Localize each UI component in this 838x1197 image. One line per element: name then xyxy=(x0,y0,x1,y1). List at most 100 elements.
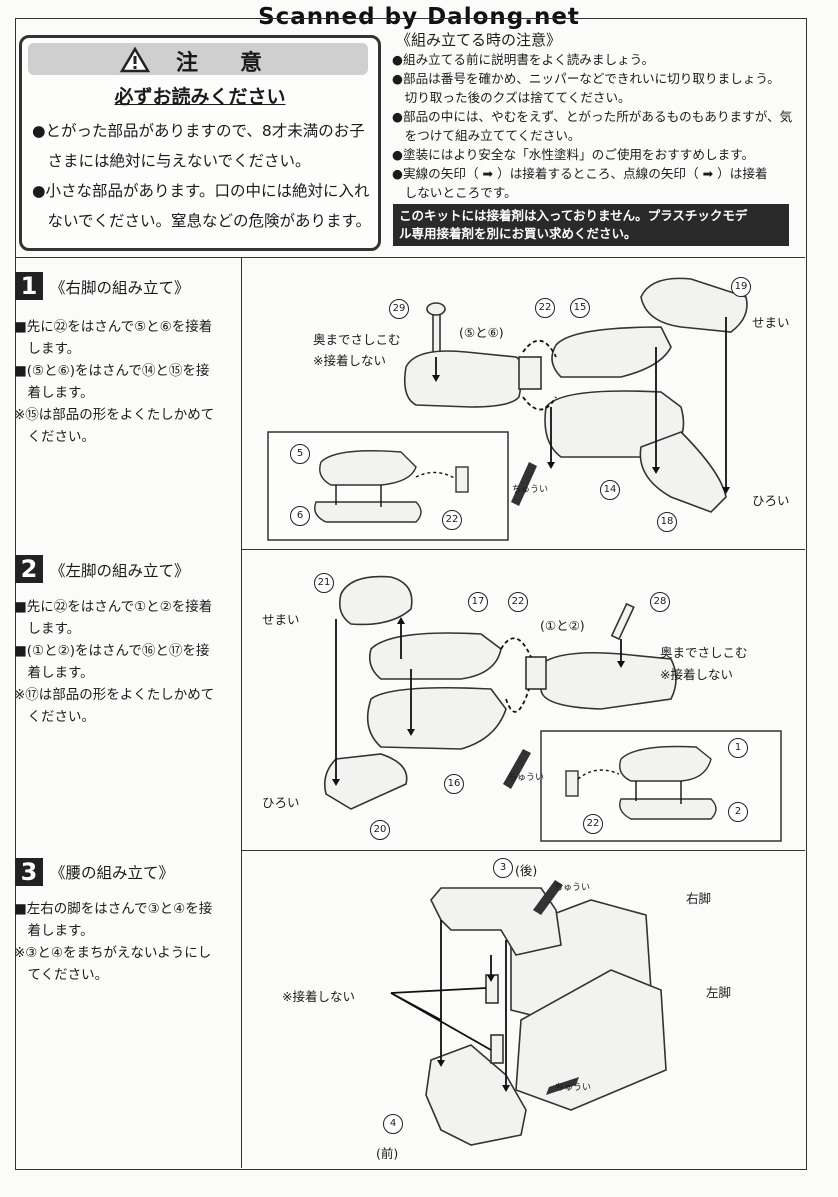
part-number-22: 22 xyxy=(508,592,528,612)
instruction-line: 着します。 xyxy=(14,665,94,681)
glue-line: ル専用接着剤を別にお買い求めください。 xyxy=(399,226,637,241)
part-number-6: 6 xyxy=(290,506,310,526)
part-number-22b: 22 xyxy=(442,510,462,530)
part-19 xyxy=(640,277,748,333)
part-3 xyxy=(430,887,562,956)
step-2-title: 《左脚の組み立て》 xyxy=(50,562,190,580)
step-3-title: 《腰の組み立て》 xyxy=(50,864,175,882)
instruction-line: ※⑮は部品の形をよくたしかめて xyxy=(14,407,215,423)
assembly-notes: ●組み立てる前に説明書をよく読みましょう。 ●部品は番号を確かめ、ニッパーなどで… xyxy=(392,50,792,202)
left-leg xyxy=(515,969,667,1111)
part-number-18: 18 xyxy=(657,512,677,532)
step-1-instructions: ■先に㉒をはさんで⑤と⑥を接着 します。 ■(⑤と⑥)をはさんで⑭と⑮を接 着し… xyxy=(14,316,240,448)
right-leg-label: 右脚 xyxy=(686,891,712,906)
instruction-line: ■(⑤と⑥)をはさんで⑭と⑮を接 xyxy=(14,363,210,379)
part-number-15: 15 xyxy=(570,298,590,318)
note-line: ●実線の矢印（ ➡ ）は接着するところ、点線の矢印（ ➡ ）は接着 xyxy=(392,166,768,181)
insert-label: 奥までさしこむ xyxy=(313,332,401,347)
instruction-line: 着します。 xyxy=(14,923,94,939)
watermark: Scanned by Dalong.net xyxy=(258,4,580,30)
note-line: ●部品の中には、やむをえず、とがった所があるものもありますが、気 xyxy=(392,109,793,124)
part-16 xyxy=(366,686,507,750)
part-17 xyxy=(368,632,502,680)
part-4 xyxy=(425,1044,527,1146)
part-15 xyxy=(551,326,672,378)
part-number-16: 16 xyxy=(444,774,464,794)
instruction-line: ください。 xyxy=(14,429,95,445)
instruction-line: します。 xyxy=(14,341,81,357)
step-1-diagram xyxy=(267,277,748,541)
part-5-6-body xyxy=(403,350,523,408)
note-line: をつけて組み立ててください。 xyxy=(392,128,581,143)
part-number-3: 3 xyxy=(493,858,513,878)
part-number-1: 1 xyxy=(728,738,748,758)
note-line: 切り取った後のクズは捨ててください。 xyxy=(392,90,631,105)
wide-label: ひろい xyxy=(262,795,300,810)
step-1-number: 1 xyxy=(15,272,43,300)
note-line: ●部品は番号を確かめ、ニッパーなどできれいに切り取りましょう。 xyxy=(392,71,780,86)
part-number-22b: 22 xyxy=(583,814,603,834)
caution-arrow-label-2: ちゅうい xyxy=(555,1083,592,1093)
glue-line: このキットには接着剤は入っておりません。プラスチックモデ xyxy=(399,208,748,223)
front-label: (前) xyxy=(376,1146,399,1161)
instruction-line: します。 xyxy=(14,621,81,637)
step-3-number: 3 xyxy=(15,858,43,886)
no-glue-label: ※接着しない xyxy=(660,667,733,682)
part-number-28: 28 xyxy=(650,592,670,612)
instruction-line: 着します。 xyxy=(14,385,94,401)
no-glue-label: ※接着しない xyxy=(313,353,386,368)
instruction-line: てください。 xyxy=(14,967,109,983)
note-line: しないところです。 xyxy=(392,185,517,200)
narrow-label: せまい xyxy=(752,315,790,330)
step-2-number: 2 xyxy=(15,555,43,583)
instruction-line: ■先に㉒をはさんで⑤と⑥を接着 xyxy=(14,319,213,335)
instruction-line: ■先に㉒をはさんで①と②を接着 xyxy=(14,599,213,615)
part-number-4: 4 xyxy=(383,1114,403,1134)
caution-box: 注 意 必ずお読みください ●とがった部品がありますので、8才未満のお子 さまに… xyxy=(19,35,381,251)
part-18 xyxy=(639,431,727,513)
part-number-17: 17 xyxy=(468,592,488,612)
page-frame xyxy=(15,18,807,1170)
divider xyxy=(15,257,805,258)
glue-notice: このキットには接着剤は入っておりません。プラスチックモデ ル専用接着剤を別にお買… xyxy=(393,204,789,246)
part-number-19: 19 xyxy=(731,277,751,297)
pair-label: (①と②) xyxy=(540,618,585,633)
assembly-notes-title: 《組み立てる時の注意》 xyxy=(396,31,562,49)
instruction-line: ■(①と②)をはさんで⑯と⑰を接 xyxy=(14,643,210,659)
caution-line: ●とがった部品がありますので、8才未満のお子 xyxy=(32,122,365,140)
warning-icon xyxy=(119,46,151,73)
caution-arrow-label: ちゅうい xyxy=(512,485,549,495)
part-number-2: 2 xyxy=(728,802,748,822)
part-20 xyxy=(323,753,408,810)
note-line: ●組み立てる前に説明書をよく読みましょう。 xyxy=(392,52,655,67)
divider xyxy=(241,257,242,1168)
part-number-20: 20 xyxy=(370,820,390,840)
pair-label: (⑤と⑥) xyxy=(459,325,504,340)
back-label: (後) xyxy=(515,863,538,878)
wide-label: ひろい xyxy=(752,493,790,508)
step-1-title: 《右脚の組み立て》 xyxy=(50,279,190,297)
instruction-line: ください。 xyxy=(14,709,95,725)
caution-title: 注 意 xyxy=(176,51,273,76)
part-1-2-body xyxy=(540,652,677,710)
step-3-instructions: ■左右の脚をはさんで③と④を接 着します。 ※③と④をまちがえないようにし てく… xyxy=(14,898,240,986)
step-2-instructions: ■先に㉒をはさんで①と②を接着 します。 ■(①と②)をはさんで⑯と⑰を接 着し… xyxy=(14,596,240,728)
caution-line: ないでください。窒息などの危険があります。 xyxy=(32,212,372,230)
instruction-line: ■左右の脚をはさんで③と④を接 xyxy=(14,901,213,917)
insert-label: 奥までさしこむ xyxy=(660,645,748,660)
divider xyxy=(241,850,805,851)
part-number-14: 14 xyxy=(600,480,620,500)
caution-line: ●小さな部品があります。口の中には絶対に入れ xyxy=(32,182,370,200)
narrow-label: せまい xyxy=(262,612,300,627)
divider xyxy=(241,549,805,550)
part-14 xyxy=(544,390,685,458)
part-number-22: 22 xyxy=(535,298,555,318)
left-leg-label: 左脚 xyxy=(706,985,732,1000)
must-read: 必ずお読みください xyxy=(114,86,286,108)
part-29-pin xyxy=(432,311,441,355)
instruction-line: ※③と④をまちがえないようにし xyxy=(14,945,212,961)
no-glue-label: ※接着しない xyxy=(282,989,355,1004)
part-21 xyxy=(338,575,413,626)
part-number-21: 21 xyxy=(314,573,334,593)
part-number-29: 29 xyxy=(389,299,409,319)
